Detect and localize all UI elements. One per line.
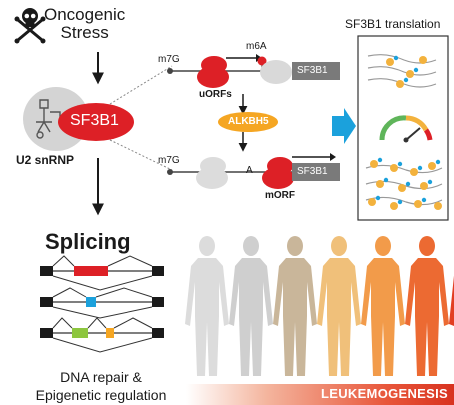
human-figure <box>317 236 361 376</box>
splicing-schematic-2 <box>40 287 164 319</box>
cap-text-top: m7G <box>158 54 180 65</box>
sf3b1-protein-label: SF3B1 <box>70 112 119 129</box>
human-figures-progression <box>185 236 454 376</box>
splicing-schematic-1 <box>40 255 164 291</box>
human-figure <box>405 236 449 376</box>
uorf-label: uORFs <box>199 89 232 100</box>
oncogenic-stress-title: Oncogenic Stress <box>44 5 126 42</box>
splicing-schematic-3 <box>40 317 164 353</box>
splicing-title: Splicing <box>45 229 131 254</box>
human-figure <box>449 275 454 326</box>
human-figure <box>273 236 317 376</box>
sf3b1-gene-box-bottom <box>292 163 340 181</box>
human-figure <box>229 236 273 376</box>
translation-low-panel <box>367 54 437 88</box>
human-figure <box>185 236 229 376</box>
translation-high-panel <box>365 157 443 210</box>
sf3b1-gene-box-top <box>292 62 340 80</box>
translation-box <box>357 35 449 221</box>
speedometer-icon <box>379 115 433 143</box>
cap-label-top: m7G <box>158 55 180 65</box>
mrna-bottom <box>167 153 340 189</box>
alkbh5-label: ALKBH5 <box>228 116 269 127</box>
u2-snrnp-label: U2 snRNP <box>16 153 75 167</box>
ribosome-uorf-large <box>201 56 227 74</box>
translation-box-title: SF3B1 translation <box>345 17 441 31</box>
human-figure <box>361 236 405 376</box>
skull-crossbones-icon <box>14 8 46 44</box>
mrna-top <box>167 54 340 88</box>
m6a-label: m6A <box>246 41 267 52</box>
leukemogenesis-label: LEUKEMOGENESIS <box>321 386 448 401</box>
morf-label: mORF <box>265 190 295 201</box>
u2-snrnp-complex <box>23 87 134 151</box>
sf3b1-gene-label-bottom: SF3B1 <box>297 166 328 177</box>
dna-repair-title: DNA repair & Epigenetic regulation <box>35 369 167 403</box>
sf3b1-gene-label-top: SF3B1 <box>297 65 328 76</box>
translation-arrow <box>332 108 356 144</box>
adenine-label: A <box>246 165 253 176</box>
m6a-mark-dot <box>257 56 267 66</box>
ribosome-morf-large <box>267 157 293 175</box>
cap-label-bottom: m7G <box>158 155 180 166</box>
alkbh5-enzyme <box>218 112 278 132</box>
leukemogenesis-bar <box>186 384 454 405</box>
